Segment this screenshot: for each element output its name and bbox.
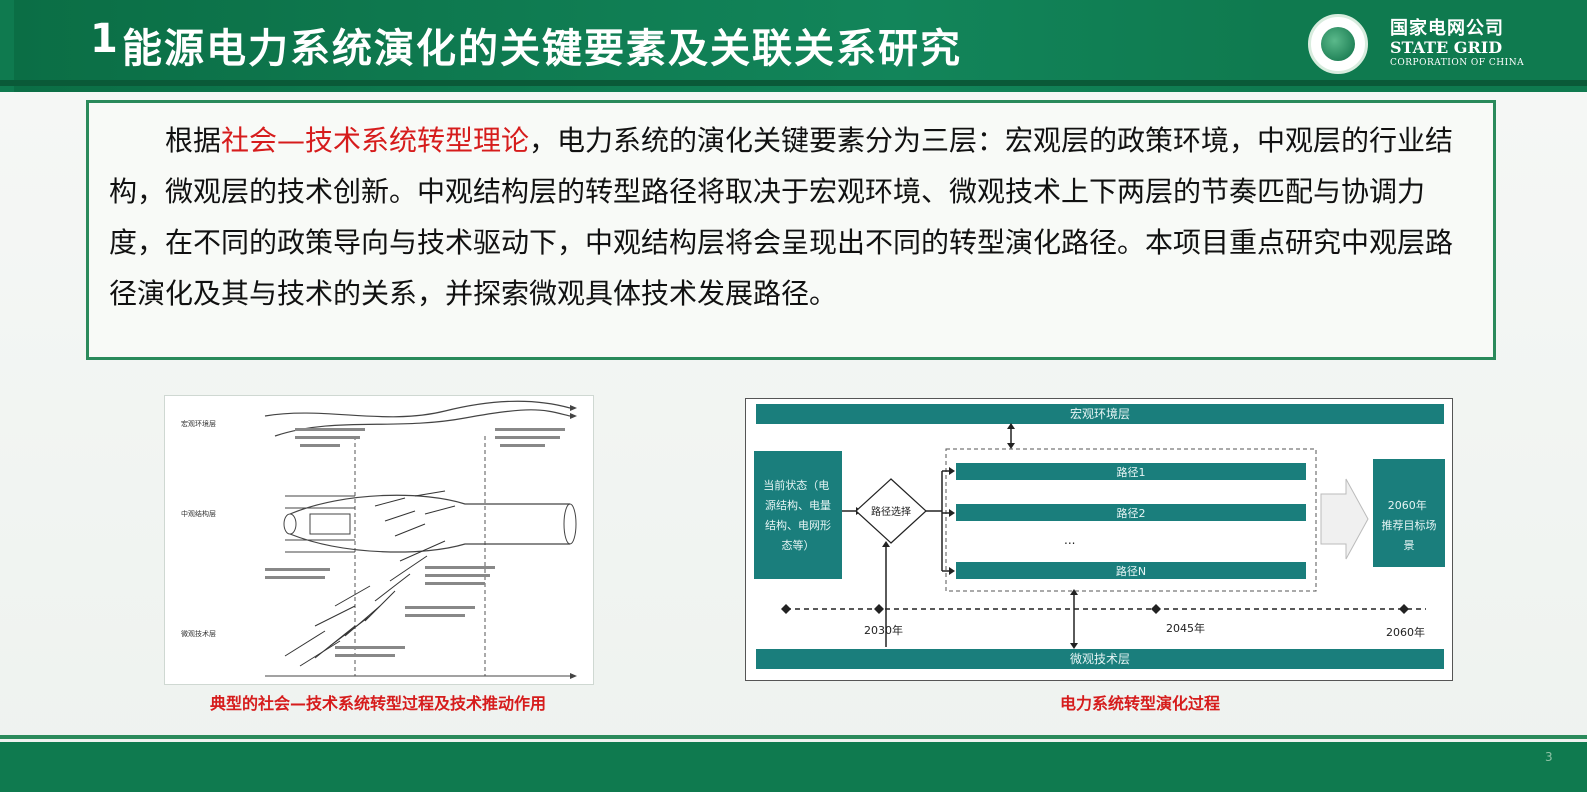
current-state-text-line: 结构、电网形 — [765, 518, 831, 532]
paragraph-lead: 根据 — [165, 124, 222, 157]
target-scenario-box-line: 推荐目标场 — [1382, 518, 1437, 532]
layer-label-macro: 宏观环境层 — [181, 419, 216, 428]
page-title: 能源电力系统演化的关键要素及关联关系研究 — [122, 26, 962, 72]
transition-diagram: 宏观环境层 中观结构层 微观技术层 — [181, 400, 577, 679]
state-grid-logo: 国家电网公司 STATE GRID CORPORATION OF CHINA — [1300, 8, 1580, 78]
footer-line — [0, 735, 1587, 739]
title-band — [14, 0, 1274, 92]
globe-icon — [1308, 14, 1368, 74]
logo-english-name: STATE GRID — [1390, 38, 1503, 57]
transition-process-diagram: 宏观环境层 微观技术层 当前状态（电 源结构、电量结构、电网形态等） 路径选择 — [754, 404, 1445, 669]
path-n-bar: 路径N — [1116, 565, 1146, 578]
header-underline — [0, 80, 1587, 86]
macro-layer-bar: 宏观环境层 — [1070, 406, 1130, 421]
footer-bar — [0, 742, 1587, 792]
section-number: 1 — [90, 16, 118, 62]
path-choice-diamond: 路径选择 — [871, 505, 911, 518]
path-ellipsis: ... — [1064, 533, 1075, 547]
power-system-transition-figure: 宏观环境层 微观技术层 当前状态（电 源结构、电量结构、电网形态等） 路径选择 — [745, 398, 1453, 681]
current-state-text-line: 态等） — [782, 538, 815, 552]
theory-highlight: 社会—技术系统转型理论 — [221, 124, 530, 157]
micro-layer-bar: 微观技术层 — [1070, 652, 1130, 666]
logo-chinese-name: 国家电网公司 — [1390, 18, 1504, 39]
year-2030: 2030年 — [864, 623, 903, 637]
right-figure-caption: 电力系统转型演化过程 — [1060, 694, 1221, 713]
left-figure-caption: 典型的社会—技术系统转型过程及技术推动作用 — [210, 694, 547, 713]
paragraph-body: ，电力系统的演化关键要素分为三层：宏观层的政策环境，中观层的行业结构，微观层的技… — [109, 124, 1454, 310]
logo-english-subtitle: CORPORATION OF CHINA — [1390, 58, 1525, 68]
path-1-bar: 路径1 — [1117, 466, 1146, 479]
target-scenario-box-line: 景 — [1404, 539, 1415, 552]
layer-label-micro: 微观技术层 — [181, 629, 216, 638]
current-state-text-line: 源结构、电量 — [765, 498, 831, 512]
svg-text:当前状态（电 源结构、电量结构、电网形态等）: 当前状态（电 源结构、电量结构、电网形态等） — [763, 478, 833, 552]
summary-textbox: 根据社会—技术系统转型理论，电力系统的演化关键要素分为三层：宏观层的政策环境，中… — [86, 100, 1496, 360]
year-2045: 2045年 — [1166, 621, 1205, 635]
header-banner: 1 能源电力系统演化的关键要素及关联关系研究 国家电网公司 STATE GRID… — [0, 0, 1587, 92]
page-number: 3 — [1545, 750, 1553, 764]
current-state-text: 当前状态（电 — [763, 478, 829, 492]
socio-technical-transition-figure: 宏观环境层 中观结构层 微观技术层 — [164, 395, 594, 685]
target-scenario-box: 2060年 — [1388, 498, 1427, 512]
summary-paragraph: 根据社会—技术系统转型理论，电力系统的演化关键要素分为三层：宏观层的政策环境，中… — [109, 115, 1473, 319]
year-2060: 2060年 — [1386, 625, 1425, 639]
svg-text:2060年 推荐目标场景: 2060年 推荐目标场景 — [1382, 498, 1437, 552]
layer-label-meso: 中观结构层 — [181, 509, 216, 518]
path-2-bar: 路径2 — [1117, 507, 1146, 520]
